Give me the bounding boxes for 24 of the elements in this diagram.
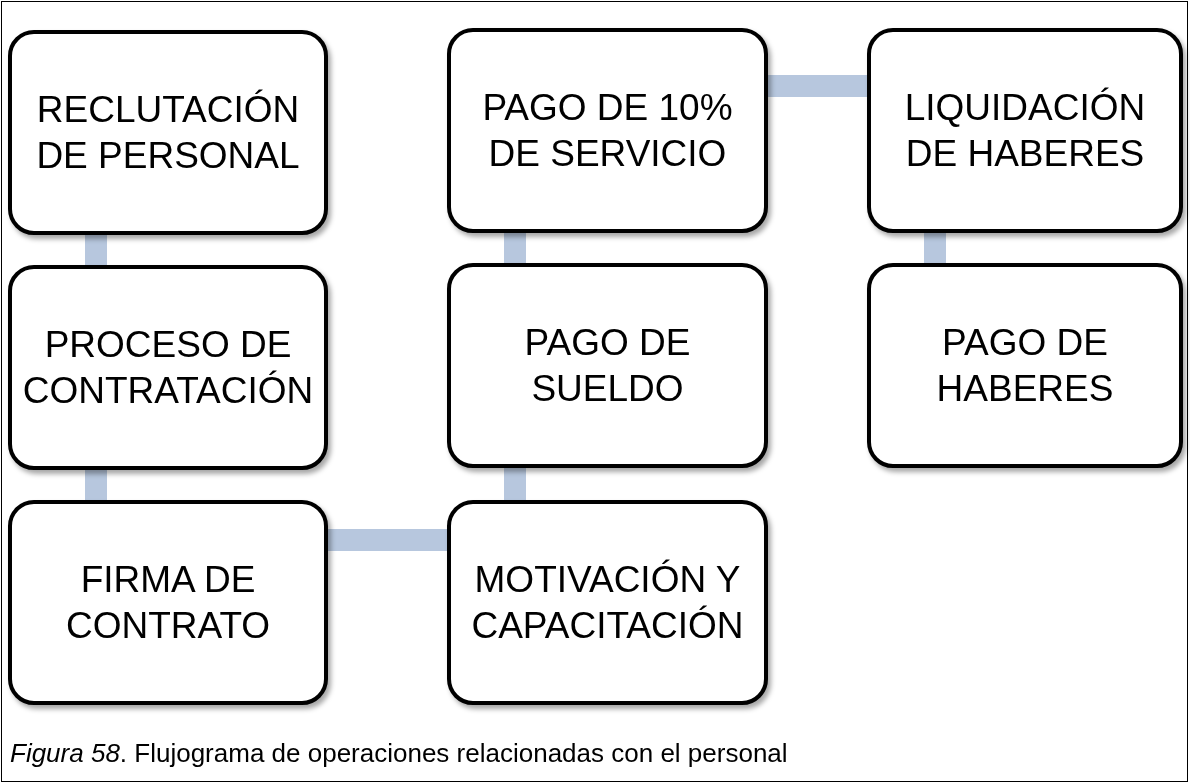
connector-bar <box>768 75 867 97</box>
process-box <box>447 263 768 468</box>
box-label: RECLUTACIÓN DE PERSONAL <box>35 88 301 178</box>
box-label: LIQUIDACIÓN DE HABERES <box>903 86 1147 176</box>
process-box <box>8 265 328 470</box>
connector-bar <box>85 470 107 500</box>
box-label: PAGO DE 10% DE SERVICIO <box>481 86 734 176</box>
box-label: MOTIVACIÓN Y CAPACITACIÓN <box>470 558 745 648</box>
process-box <box>8 500 328 705</box>
connector-bar <box>504 468 526 500</box>
box-label: PAGO DE SUELDO <box>523 321 692 411</box>
box-label: PROCESO DE CONTRATACIÓN <box>21 323 315 413</box>
figure-caption: Figura 58. Flujograma de operaciones relacionadas con el personal <box>10 738 788 769</box>
box-label: PAGO DE HABERES <box>935 321 1115 411</box>
connector-bar <box>924 233 946 263</box>
process-box <box>867 263 1183 468</box>
connector-bar <box>85 235 107 265</box>
process-box <box>447 500 768 705</box>
connector-bar <box>328 529 447 551</box>
process-box <box>8 30 328 235</box>
process-box <box>867 28 1183 233</box>
box-label: FIRMA DE CONTRATO <box>64 558 272 648</box>
connector-bar <box>504 233 526 263</box>
process-box <box>447 28 768 233</box>
